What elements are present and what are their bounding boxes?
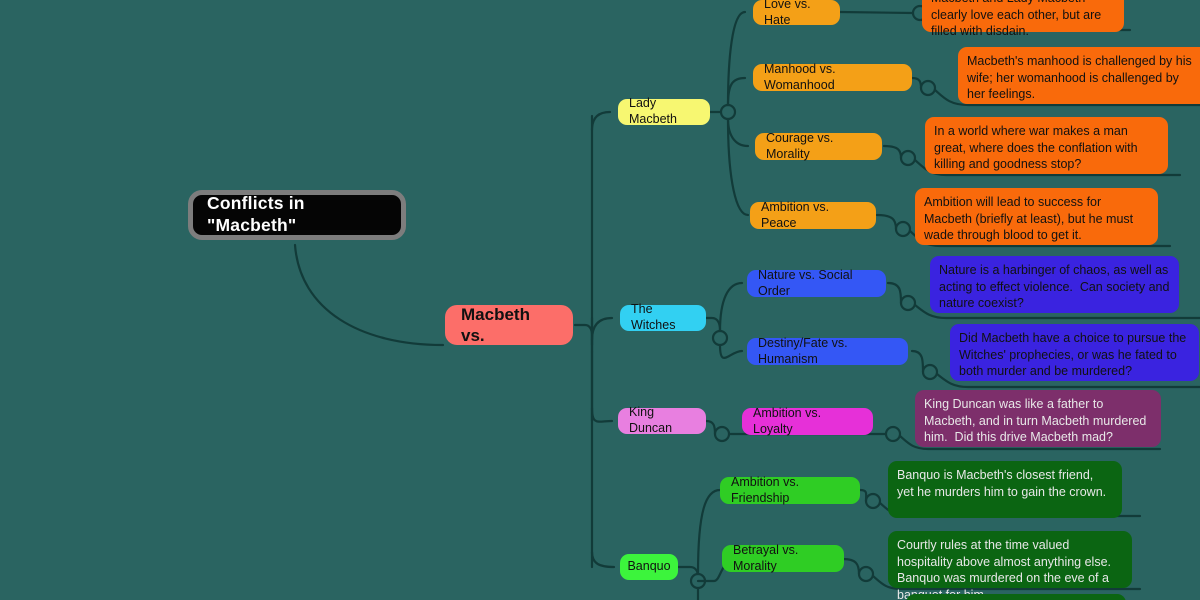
detail-node-text: Macbeth's manhood is challenged by his w… <box>967 54 1196 101</box>
conflict-node-ambition-vs-loyalty[interactable]: Ambition vs. Loyalty <box>742 405 873 436</box>
character-node-label: Banquo <box>627 559 671 574</box>
conflict-node-label: Ambition vs. Friendship <box>731 474 803 505</box>
conflict-node-destiny-fate-vs-humanism[interactable]: Destiny/Fate vs. Humanism <box>747 335 908 366</box>
detail-node-clipped-bottom[interactable] <box>906 594 1126 600</box>
conflict-node-manhood-vs-womanhood[interactable]: Manhood vs. Womanhood <box>753 61 912 92</box>
detail-node-text: Banquo is Macbeth's closest friend, yet … <box>897 468 1107 499</box>
character-node-lady-macbeth[interactable]: Lady Macbeth <box>618 96 710 126</box>
detail-node-nature-vs-social-order[interactable]: Nature is a harbinger of chaos, as well … <box>930 256 1179 313</box>
conflict-node-label: Courage vs. Morality <box>766 130 837 161</box>
conflict-node-ambition-vs-peace[interactable]: Ambition vs. Peace <box>750 199 876 230</box>
detail-node-betrayal-vs-morality[interactable]: Courtly rules at the time valued hospita… <box>888 531 1132 600</box>
conflict-node-love-vs-hate[interactable]: Love vs. Hate <box>753 0 840 27</box>
detail-node-text: Nature is a harbinger of chaos, as well … <box>939 263 1173 310</box>
character-node-banquo[interactable]: Banquo <box>620 554 678 580</box>
detail-node-text: Courtly rules at the time valued hospita… <box>897 538 1112 600</box>
detail-node-manhood-vs-womanhood[interactable]: Macbeth's manhood is challenged by his w… <box>958 47 1200 104</box>
detail-node-text: King Duncan was like a father to Macbeth… <box>924 397 1150 444</box>
detail-node-love-vs-hate[interactable]: Macbeth and Lady Macbeth clearly love ea… <box>922 0 1124 38</box>
detail-node-courage-vs-morality[interactable]: In a world where war makes a man great, … <box>925 117 1168 174</box>
character-node-label: King Duncan <box>629 405 673 435</box>
conflict-node-label: Ambition vs. Loyalty <box>753 405 825 436</box>
conflict-node-ambition-vs-friendship[interactable]: Ambition vs. Friendship <box>720 474 860 505</box>
detail-node-ambition-vs-loyalty[interactable]: King Duncan was like a father to Macbeth… <box>915 390 1161 447</box>
conflict-node-label: Ambition vs. Peace <box>761 199 833 230</box>
detail-node-ambition-vs-peace[interactable]: Ambition will lead to success for Macbet… <box>915 188 1158 245</box>
conflict-node-nature-vs-social-order[interactable]: Nature vs. Social Order <box>747 267 886 298</box>
character-node-label: Lady Macbeth <box>629 96 677 126</box>
character-node-label: The Witches <box>631 302 676 332</box>
conflict-node-label: Love vs. Hate <box>764 0 815 27</box>
root-node[interactable]: Conflicts in "Macbeth" <box>188 190 406 240</box>
conflict-node-label: Manhood vs. Womanhood <box>764 61 840 92</box>
detail-node-text: Did Macbeth have a choice to pursue the … <box>959 331 1190 378</box>
detail-node-ambition-vs-friendship[interactable]: Banquo is Macbeth's closest friend, yet … <box>888 461 1122 518</box>
detail-node-text: In a world where war makes a man great, … <box>934 124 1142 171</box>
conflict-node-betrayal-vs-morality[interactable]: Betrayal vs. Morality <box>722 542 844 573</box>
detail-node-text: Ambition will lead to success for Macbet… <box>924 195 1137 242</box>
level1-node-label: Macbeth vs. <box>461 304 535 345</box>
detail-node-destiny-fate-vs-humanism[interactable]: Did Macbeth have a choice to pursue the … <box>950 324 1199 381</box>
conflict-node-label: Betrayal vs. Morality <box>733 542 802 573</box>
character-node-the-witches[interactable]: The Witches <box>620 302 706 332</box>
root-node-label: Conflicts in "Macbeth" <box>207 193 310 235</box>
conflict-node-courage-vs-morality[interactable]: Courage vs. Morality <box>755 130 882 161</box>
detail-node-text: Macbeth and Lady Macbeth clearly love ea… <box>931 0 1102 38</box>
conflict-node-label: Nature vs. Social Order <box>758 267 856 298</box>
character-node-king-duncan[interactable]: King Duncan <box>618 405 706 435</box>
conflict-node-label: Destiny/Fate vs. Humanism <box>758 335 852 366</box>
level1-node-macbeth-vs[interactable]: Macbeth vs. <box>445 305 573 345</box>
